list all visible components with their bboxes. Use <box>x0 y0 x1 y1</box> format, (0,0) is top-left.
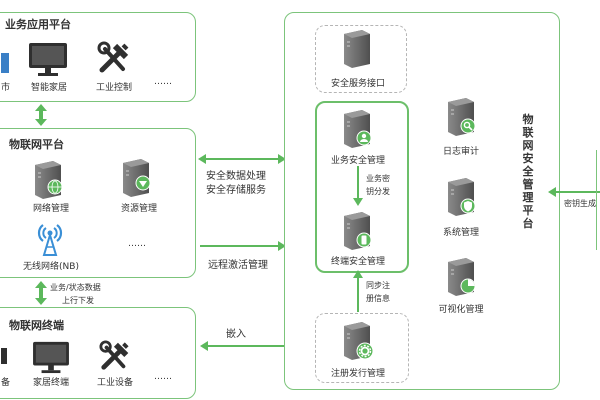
security-platform-panel: 物联网安全管理平台 <box>284 12 560 390</box>
up-down-arrow <box>35 281 47 305</box>
server-search-icon <box>448 98 476 136</box>
server-globe-icon <box>35 161 63 199</box>
more-label: …… <box>154 77 172 87</box>
monitor-icon <box>33 341 69 374</box>
arrow-remote-activation <box>200 241 286 251</box>
device-icon <box>1 348 7 364</box>
sync-registration-label: 同步注 <box>366 281 390 290</box>
registration-box <box>315 313 409 383</box>
sync-registration-arrow <box>353 270 363 312</box>
item-label: 工业设备 <box>96 378 133 388</box>
panel-title: 业务应用平台 <box>5 18 71 31</box>
arrow-embed <box>200 341 286 351</box>
platform-title: 物联网安全管理平台 <box>522 113 534 230</box>
tools-icon <box>97 41 129 73</box>
key-generation-arrow <box>548 187 600 197</box>
server-resource-icon <box>123 159 151 197</box>
panel-title: 物联网平台 <box>9 138 64 151</box>
key-distribution-label: 业务密 <box>366 174 390 183</box>
item-label: 备 <box>1 378 11 388</box>
business-security-label: 业务安全管理 <box>330 156 385 166</box>
system-management-label: 系统管理 <box>442 228 479 238</box>
server-shield-icon <box>448 178 476 216</box>
business-terminal-box <box>315 101 409 273</box>
item-label: 网络管理 <box>32 204 69 214</box>
terminal-security-label: 终端安全管理 <box>330 257 385 267</box>
log-audit-label: 日志审计 <box>442 147 479 157</box>
iot-platform-panel: 物联网平台 网络管理 资源管理 无线网络(NB) …… <box>0 128 196 278</box>
item-label: 资源管理 <box>120 204 157 214</box>
tools-icon <box>99 340 129 370</box>
key-distribution-arrow <box>353 166 363 206</box>
security-interface-label: 安全服务接口 <box>330 79 385 89</box>
server-icon <box>344 30 370 68</box>
business-application-panel: 业务应用平台 市 智能家居 工业控制 …… <box>0 12 196 102</box>
embed-label: 嵌入 <box>226 329 246 340</box>
more-label: …… <box>128 239 146 249</box>
external-panel-edge <box>596 150 600 250</box>
key-generation-label: 密钥生成 <box>564 199 596 208</box>
sync-registration-label: 册信息 <box>366 294 390 303</box>
remote-activation-label: 远程激活管理 <box>208 260 268 271</box>
antenna-icon <box>37 224 63 256</box>
item-label: 智能家居 <box>30 83 67 93</box>
data-storage-label: 安全存储服务 <box>206 185 266 196</box>
more-label: …… <box>154 372 172 382</box>
data-processing-label: 安全数据处理 <box>206 171 266 182</box>
monitor-icon <box>29 43 67 76</box>
security-interface-box <box>315 25 407 93</box>
server-user-icon <box>344 110 372 148</box>
registration-label: 注册发行管理 <box>330 369 385 379</box>
uplink-label: 上行下发 <box>62 296 94 305</box>
item-label: 家居终端 <box>32 378 69 388</box>
item-label: 市 <box>1 83 11 93</box>
panel-title: 物联网终端 <box>9 319 64 332</box>
server-device-icon <box>344 212 372 250</box>
key-distribution-label: 钥分发 <box>366 187 390 196</box>
server-gear-icon <box>344 322 374 360</box>
item-label: 无线网络(NB) <box>23 262 79 272</box>
server-chart-icon <box>448 258 476 296</box>
item-label: 工业控制 <box>95 83 132 93</box>
service-data-label: 业务/状态数据 <box>50 283 101 292</box>
visual-management-label: 可视化管理 <box>438 305 484 315</box>
iot-terminal-panel: 物联网终端 备 家居终端 工业设备 …… <box>0 307 196 399</box>
bidirectional-arrow-data <box>198 154 286 164</box>
city-icon <box>1 53 9 73</box>
up-down-arrow <box>35 104 47 126</box>
